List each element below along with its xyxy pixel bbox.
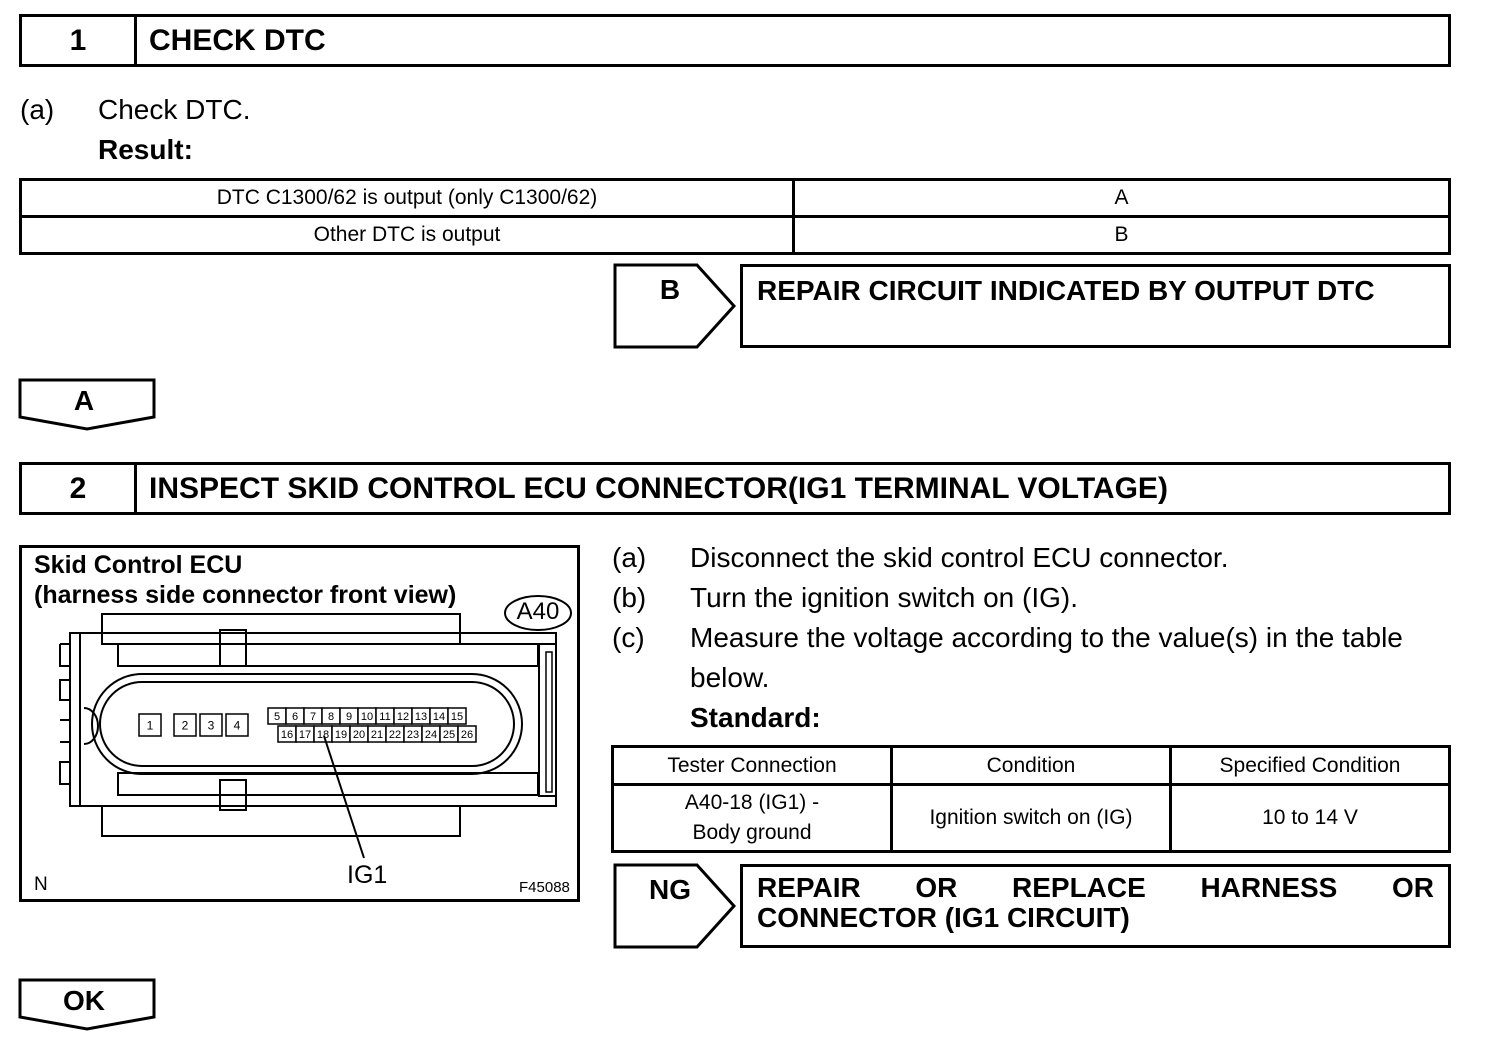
pin-number: 7 [310,711,316,723]
step-2-instructions: (a) Disconnect the skid control ECU conn… [612,538,1472,738]
pin-number: 20 [353,729,365,741]
figure-subtitle: (harness side connector front view) [34,581,457,609]
instruction-text: Measure the voltage according to the val… [690,622,1403,653]
branch-ng-action: REPAIR OR REPLACE HARNESS OR CONNECTOR (… [740,864,1451,948]
pin-number: 22 [389,729,401,741]
figure-code: F45088 [519,879,570,896]
word: OR [1392,872,1434,903]
table-cell: Ignition switch on (IG) [890,783,1172,853]
instruction-label: (a) [612,542,647,573]
word: REPLACE [1012,872,1146,903]
pin-number: 13 [415,711,427,723]
result-label: Result: [98,134,193,165]
table-cell: A [792,178,1451,218]
table-cell: Other DTC is output [19,215,795,255]
pin-number: 2 [182,718,189,732]
step-number: 1 [22,17,137,64]
table-header-row: Tester Connection Condition Specified Co… [611,745,1451,786]
pin-number: 26 [461,729,473,741]
pin-number: 12 [397,711,409,723]
pin-number: 23 [407,729,419,741]
pin-number: 17 [299,729,311,741]
result-table: DTC C1300/62 is output (only C1300/62) A… [19,178,1451,255]
pin-number: 24 [425,729,437,741]
figure-title: Skid Control ECU [34,551,243,579]
pin-number: 11 [379,711,390,723]
step-title: INSPECT SKID CONTROL ECU CONNECTOR(IG1 T… [149,471,1168,505]
ig1-callout: IG1 [347,861,388,889]
column-header: Tester Connection [611,745,893,786]
pin-number: 15 [451,711,463,723]
branch-b-action-text: REPAIR CIRCUIT INDICATED BY OUTPUT DTC [757,275,1375,306]
step-1-header: 1 CHECK DTC [19,14,1451,67]
word: OR [915,872,958,903]
pin-number: 3 [208,718,215,732]
pin-number: 25 [443,729,455,741]
instruction-text: Turn the ignition switch on (IG). [690,582,1079,613]
pin-number: 9 [346,711,352,723]
instruction-label: (b) [612,582,647,613]
connector-pin [173,713,197,737]
pin-number: 5 [274,711,280,723]
table-cell: B [792,215,1451,255]
arrow-ok-label: OK [63,985,105,1016]
pin-number: 14 [433,711,445,723]
pins-bottom: 16 17 18 19 20 21 22 23 24 25 26 [277,725,477,743]
standard-table: Tester Connection Condition Specified Co… [611,745,1451,853]
arrow-a-label: A [73,385,95,416]
instruction-text: Disconnect the skid control ECU connecto… [690,542,1229,573]
connector-pin [225,713,249,737]
pin-number: 4 [234,718,241,732]
pin-number: 10 [361,711,373,723]
branch-ng-line1: REPAIR OR REPLACE HARNESS OR [757,873,1434,903]
step-title: CHECK DTC [149,23,326,57]
branch-b-tag: B [659,274,681,305]
pin-number: 16 [281,729,293,741]
standard-label: Standard: [690,702,821,733]
branch-b-arrow-icon [613,263,737,349]
table-row: Other DTC is output B [19,215,1451,255]
cell-line: A40-18 (IG1) - [684,791,820,814]
arrow-a-icon[interactable] [17,377,157,433]
branch-ng-arrow-icon [613,863,737,949]
pin-number: 8 [328,711,334,723]
connector-code: A40 [516,598,560,625]
instruction-text: Check DTC. [98,94,251,125]
branch-ng-tag: NG [649,874,691,905]
pin-number: 6 [292,711,298,723]
corner-mark: N [34,874,48,895]
step-2-header: 2 INSPECT SKID CONTROL ECU CONNECTOR(IG1… [19,462,1451,515]
step-1-instruction: (a) Check DTC. Result: [20,90,620,170]
cell-line: Body ground [692,821,812,844]
connector-pin [138,713,162,737]
table-cell: DTC C1300/62 is output (only C1300/62) [19,178,795,218]
column-header: Specified Condition [1169,745,1451,786]
branch-b-action: REPAIR CIRCUIT INDICATED BY OUTPUT DTC [740,264,1451,348]
instruction-label: (a) [20,94,55,125]
word: REPAIR [757,872,861,903]
instruction-text-cont: below. [690,662,770,693]
connector-pin [447,707,467,725]
pin-number: 19 [335,729,347,741]
pin-number: 21 [371,729,383,741]
table-row: A40-18 (IG1) - Body ground Ignition swit… [611,783,1451,853]
connector-pin [457,725,477,743]
word: HARNESS [1200,872,1338,903]
table-cell: 10 to 14 V [1169,783,1451,853]
step-number: 2 [22,465,137,512]
arrow-ok-icon[interactable] [17,977,157,1033]
pin-number: 18 [317,729,329,741]
pin-number: 1 [147,718,154,732]
column-header: Condition [890,745,1172,786]
connector-figure: Skid Control ECU (harness side connector… [19,545,580,902]
branch-ng-line2: CONNECTOR (IG1 CIRCUIT) [757,902,1130,933]
connector-pin [199,713,223,737]
instruction-label: (c) [612,622,645,653]
table-row: DTC C1300/62 is output (only C1300/62) A [19,178,1451,218]
pins-left: 1 2 3 4 [138,713,249,737]
table-cell: A40-18 (IG1) - Body ground [611,783,893,853]
